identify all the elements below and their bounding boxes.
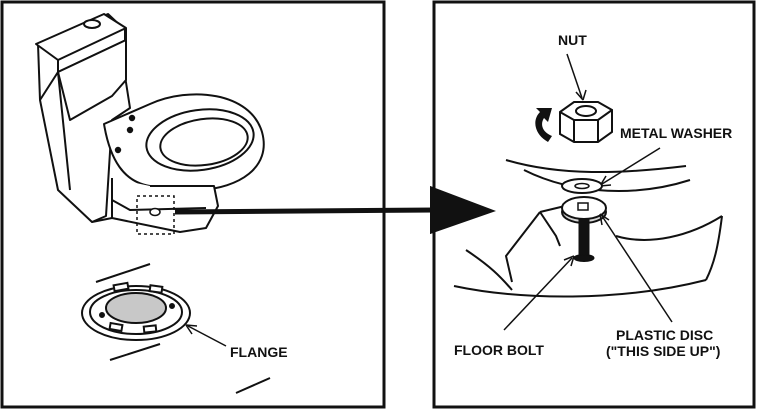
flange-illustration [81,281,191,341]
left-panel: FLANGE [0,0,386,409]
rotate-arrow-icon [535,108,552,142]
toilet-illustration [35,13,265,233]
plastic-disc-pointer-arrow [599,213,673,323]
floor-bolt-pointer-arrow [503,255,575,331]
flange-pointer-arrow [185,324,227,347]
floor-bolt [573,219,595,262]
nut-illustration [559,101,613,143]
floor-lines [95,263,271,394]
nut-pointer-arrow [566,53,587,101]
metal-washer-hole [574,182,590,190]
right-panel: NUT METAL WASHER [430,0,756,409]
plastic-disc-note: ("THIS SIDE UP") [606,343,720,359]
plastic-disc [561,196,607,224]
plastic-disc-label: PLASTIC DISC [616,327,713,343]
metal-washer-label: METAL WASHER [620,125,732,141]
flange-label: FLANGE [230,344,288,360]
bolt-callout-box [136,195,175,235]
floor-bolt-label: FLOOR BOLT [454,342,544,358]
bolt-cap-icon [149,207,161,217]
nut-label: NUT [558,32,587,48]
